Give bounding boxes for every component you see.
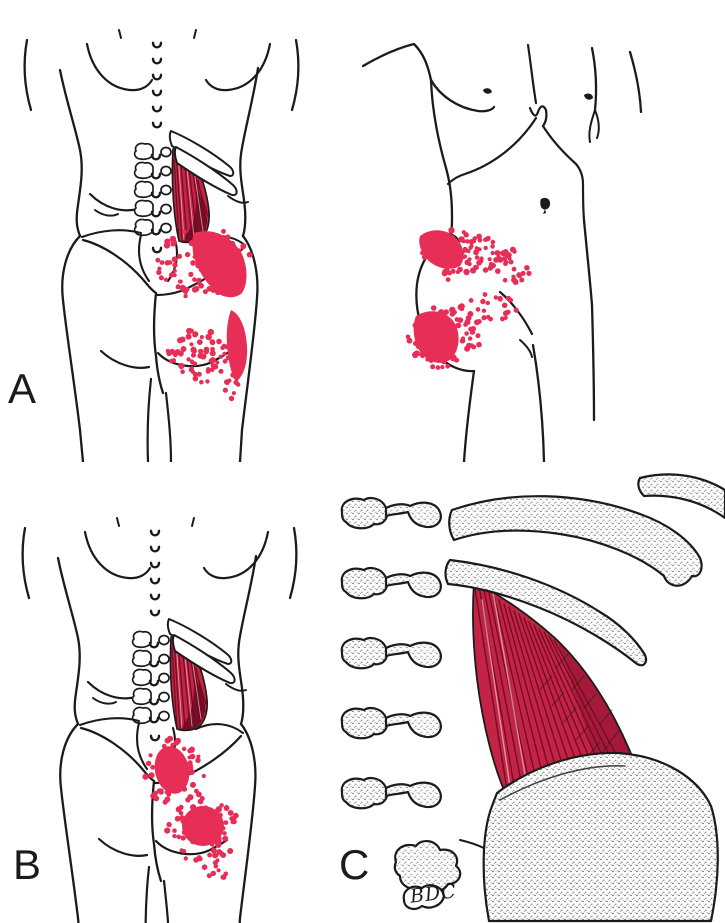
panel-label-b: B [13,841,42,888]
lumbar-spine-anatomy [340,496,442,810]
eleventh-rib [448,473,725,587]
panel-b-illustration [0,462,362,923]
pain-pattern-b [142,735,239,880]
panel-a-lateral-illustration [362,42,643,462]
ilium-anatomy [482,751,719,923]
twelfth-rib-anatomy [444,558,648,667]
pain-pattern-a [155,228,253,402]
panel-c-illustration [340,473,725,923]
sacrum-anatomy [393,839,507,910]
panel-a-illustration [0,0,362,462]
pain-pattern-a-lateral [405,227,532,370]
panel-label-c: C [339,841,370,888]
panel-label-a: A [8,365,37,412]
